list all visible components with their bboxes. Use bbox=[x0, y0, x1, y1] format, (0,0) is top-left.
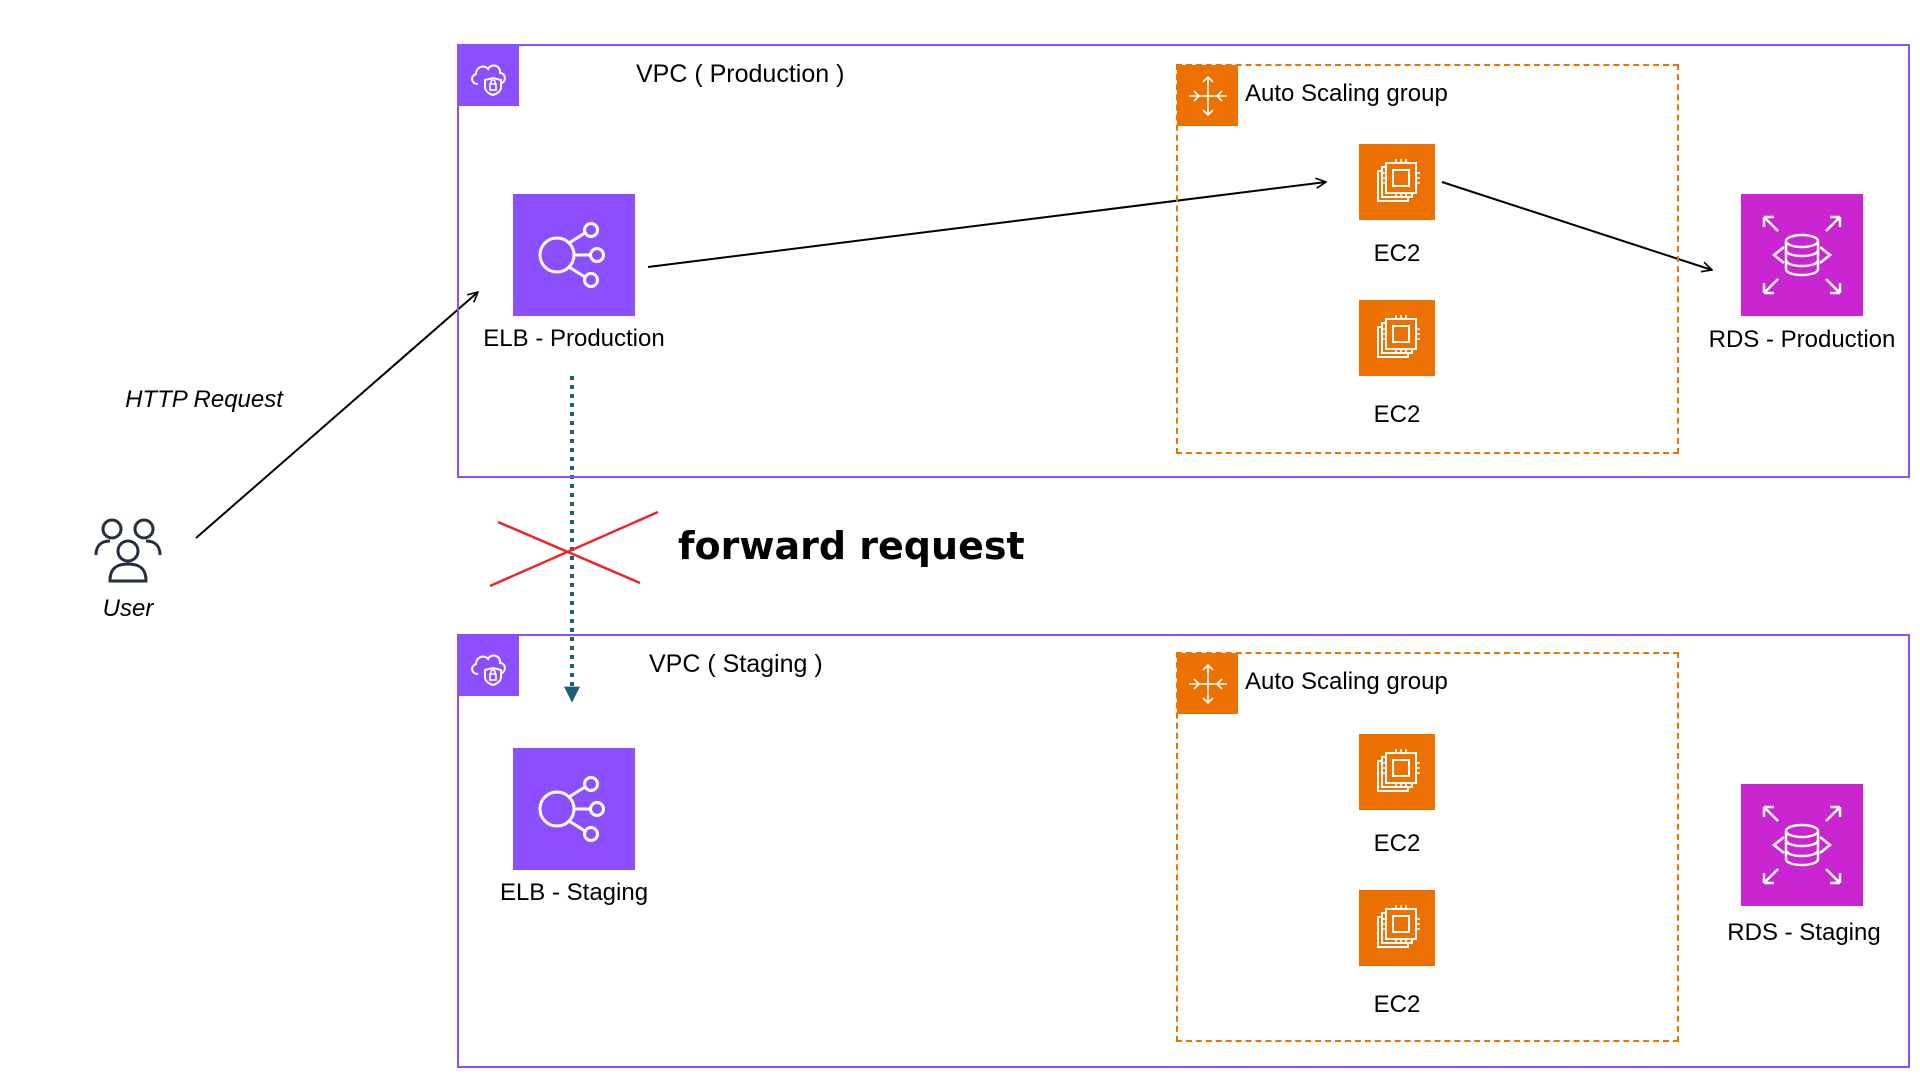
user-to-elb-arrow bbox=[195, 292, 478, 539]
vpc-production: VPC ( Production ) bbox=[457, 44, 1910, 478]
elb-production-label: ELB - Production bbox=[483, 325, 665, 352]
rds-database-icon bbox=[1762, 215, 1842, 295]
elb-staging-node bbox=[513, 748, 635, 870]
auto-scaling-group-staging: Auto Scaling group bbox=[1176, 652, 1679, 1042]
ec2-label: EC2 bbox=[1373, 401, 1421, 428]
ec2-label: EC2 bbox=[1373, 991, 1421, 1018]
vpc-title: VPC ( Production ) bbox=[636, 60, 845, 88]
auto-scaling-icon bbox=[1177, 65, 1238, 126]
vpc-title: VPC ( Staging ) bbox=[649, 650, 823, 678]
users-group-icon bbox=[92, 511, 164, 588]
forward-request-label: forward request bbox=[678, 524, 1025, 568]
vpc-cloud-shield-icon bbox=[459, 636, 519, 696]
ec2-instance-production-1 bbox=[1359, 144, 1435, 220]
ec2-instance-production-2 bbox=[1359, 300, 1435, 376]
rds-staging-node bbox=[1741, 784, 1863, 906]
ec2-chip-icon bbox=[1377, 749, 1420, 792]
ec2-chip-icon bbox=[1377, 315, 1420, 358]
ec2-chip-icon bbox=[1377, 905, 1420, 948]
elb-staging-label: ELB - Staging bbox=[499, 879, 649, 906]
user-label: User bbox=[102, 595, 154, 622]
rds-production-node bbox=[1741, 194, 1863, 316]
blocked-cross-line-2 bbox=[489, 510, 659, 588]
rds-staging-label: RDS - Staging bbox=[1727, 919, 1881, 946]
ec2-chip-icon bbox=[1377, 159, 1420, 202]
rds-production-label: RDS - Production bbox=[1708, 326, 1896, 353]
ec2-label: EC2 bbox=[1373, 240, 1421, 267]
vpc-staging: VPC ( Staging ) bbox=[457, 634, 1910, 1068]
auto-scaling-group-title: Auto Scaling group bbox=[1245, 80, 1448, 107]
ec2-label: EC2 bbox=[1373, 830, 1421, 857]
auto-scaling-group-title: Auto Scaling group bbox=[1245, 668, 1448, 695]
elb-production-node bbox=[513, 194, 635, 316]
rds-database-icon bbox=[1762, 805, 1842, 885]
load-balancer-icon bbox=[538, 776, 605, 842]
ec2-instance-staging-2 bbox=[1359, 890, 1435, 966]
http-request-label: HTTP Request bbox=[125, 386, 283, 413]
blocked-cross-line-1 bbox=[497, 520, 641, 585]
auto-scaling-group-production: Auto Scaling group bbox=[1176, 64, 1679, 454]
auto-scaling-icon bbox=[1177, 653, 1238, 714]
load-balancer-icon bbox=[538, 222, 605, 288]
vpc-cloud-shield-icon bbox=[459, 46, 519, 106]
ec2-instance-staging-1 bbox=[1359, 734, 1435, 810]
